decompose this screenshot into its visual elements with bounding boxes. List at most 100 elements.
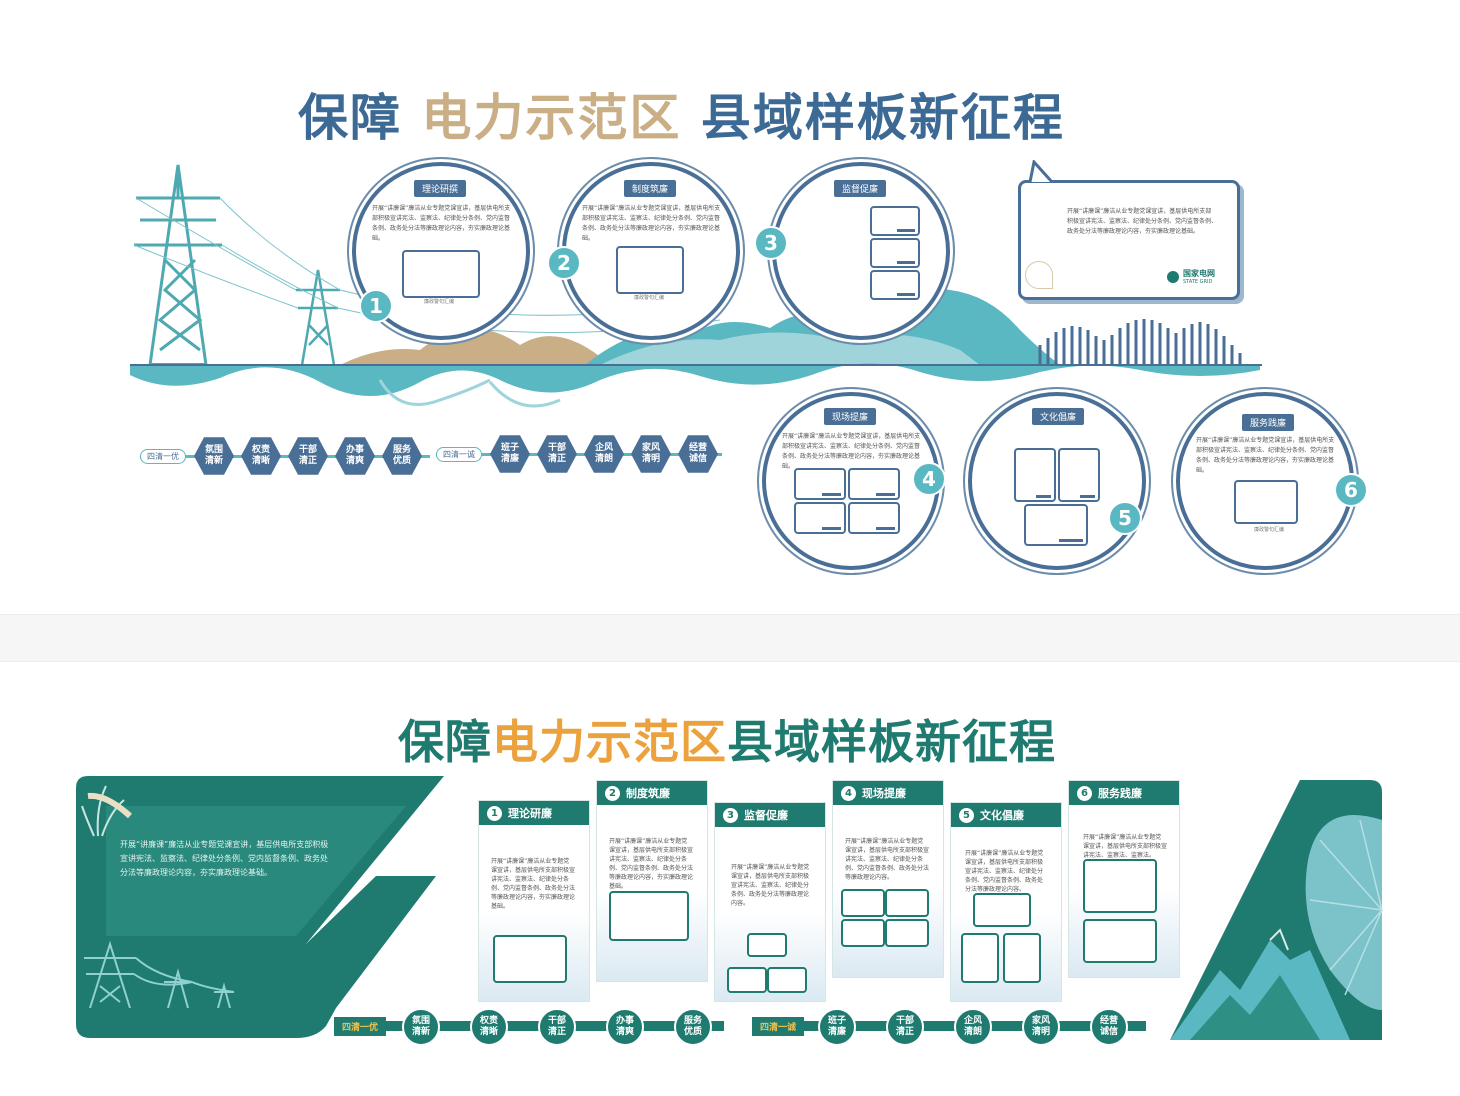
circle-panel-5: 文化倡廉 xyxy=(968,392,1146,570)
bottom-pill-10: 经营 诚信 xyxy=(1090,1008,1128,1046)
circle-panel-4: 现场提廉 开展“讲廉课”廉洁从业专题党课宣讲，基层供电所支部积极宣讲宪法、监察法… xyxy=(762,392,940,570)
circle-3-number: 3 xyxy=(754,226,788,260)
panel-6-image-frame-a xyxy=(1083,859,1157,913)
panel-5: 5 文化倡廉 开展“讲廉课”廉洁从业专题党课宣讲，基层供电所支部积极宣讲宪法、监察… xyxy=(950,802,1062,1002)
panel-4-number: 4 xyxy=(841,785,856,801)
hex-item-5: 服务 优质 xyxy=(382,437,422,475)
panel-4-text: 开展“讲廉课”廉洁从业专题党课宣讲，基层供电所支部积极宣讲宪法、监察法、纪律处分… xyxy=(845,838,930,881)
circle-1-tag: 理论研撰 xyxy=(414,180,467,197)
panel-3-title: 监督促廉 xyxy=(744,809,788,822)
bottom-tower-icon xyxy=(84,940,235,1009)
hex-item-8: 企风 清朗 xyxy=(584,435,624,473)
panel-1: 1 理论研廉 开展“讲廉课”廉洁从业专题党课宣讲，基层供电所支部积极宣讲宪法、监察… xyxy=(478,800,590,1002)
circle-1-caption: 廉政警句汇编 xyxy=(424,299,455,305)
panel-5-image-frame-a xyxy=(973,893,1031,927)
circle-6-number: 6 xyxy=(1334,473,1368,507)
hex-item-3: 干部 清正 xyxy=(288,437,328,475)
speech-bubble-tail xyxy=(1028,160,1054,184)
circle-5-number: 5 xyxy=(1108,501,1142,535)
lotus-icon xyxy=(1025,261,1053,289)
panel-6-image-frame-b xyxy=(1083,919,1157,963)
hex-item-9: 家风 清明 xyxy=(631,435,671,473)
circle-4-image-frame-c xyxy=(794,502,846,534)
hex-group-2-line xyxy=(436,453,722,456)
hex-group-1-label: 四清一优 xyxy=(140,449,186,464)
state-grid-logo-cn: 国家电网 xyxy=(1183,269,1215,278)
hex-group-1-line xyxy=(140,455,430,458)
circle-6-text: 开展“讲廉课”廉洁从业专题党课宣讲，基层供电所支部积极宣讲宪法、监察法、纪律处分… xyxy=(1196,437,1335,474)
rock-mountain-icon xyxy=(1170,928,1350,1040)
circle-2-caption: 廉政警句汇编 xyxy=(634,295,665,301)
panel-2-text: 开展“讲廉课”廉洁从业专题党课宣讲，基层供电所支部积极宣讲宪法、监察法、纪律处分… xyxy=(609,838,694,890)
top-title-part1: 保障 xyxy=(298,88,402,147)
panel-3-number: 3 xyxy=(723,807,738,823)
circle-3-image-frame-c xyxy=(870,270,920,300)
transmission-tower-icon xyxy=(134,164,222,367)
panel-1-text: 开展“讲廉课”廉洁从业专题党课宣讲，基层供电所支部积极宣讲宪法、监察法、纪律处分… xyxy=(491,858,576,910)
reed-icon xyxy=(81,785,133,837)
panel-2-image-frame xyxy=(609,891,689,941)
panel-5-number: 5 xyxy=(959,807,974,823)
bottom-pill-4: 办事 清爽 xyxy=(606,1008,644,1046)
hex-item-10: 经营 诚信 xyxy=(678,435,718,473)
panel-6: 6 服务践廉 开展“讲廉课”廉洁从业专题党课宣讲，基层供电所支部积极宣讲宪法、监察… xyxy=(1068,780,1180,978)
bottom-pill-8: 企风 清朗 xyxy=(954,1008,992,1046)
bottom-left-shape xyxy=(76,776,444,1038)
bottom-group-1-label: 四清一优 xyxy=(334,1017,387,1036)
circle-3-image-frame-b xyxy=(870,238,920,268)
circle-4-number: 4 xyxy=(912,462,946,496)
panel-1-number: 1 xyxy=(487,805,502,821)
circle-4-text: 开展“讲廉课”廉洁从业专题党课宣讲，基层供电所支部积极宣讲宪法、监察法、纪律处分… xyxy=(782,433,921,470)
lotus-leaf-icon xyxy=(1305,815,1383,1010)
top-title: 保障 电力示范区 县域样板新征程 xyxy=(298,78,1065,150)
panel-5-text: 开展“讲廉课”廉洁从业专题党课宣讲，基层供电所支部积极宣讲宪法、监察法、纪律处分… xyxy=(965,850,1044,893)
top-title-part3: 县域样板新征程 xyxy=(700,88,1065,147)
bottom-group-2-line xyxy=(752,1021,1146,1031)
circle-3-tag: 监督促廉 xyxy=(834,180,887,197)
hex-item-1: 氛围 清新 xyxy=(194,437,234,475)
panel-3-image-frame-c xyxy=(767,967,807,993)
bottom-pill-2: 权责 清晰 xyxy=(470,1008,508,1046)
hex-item-4: 办事 清爽 xyxy=(335,437,375,475)
circle-6-caption: 廉政警句汇编 xyxy=(1254,527,1285,533)
circle-5-image-frame-b xyxy=(1058,448,1100,502)
hex-item-7: 干部 清正 xyxy=(537,435,577,473)
top-title-part2: 电力示范区 xyxy=(421,88,682,147)
hex-group-2-label: 四清一诚 xyxy=(436,447,482,462)
bottom-title-part2: 电力示范区 xyxy=(492,715,727,769)
panel-3-image-frame-b xyxy=(727,967,767,993)
panel-2-number: 2 xyxy=(605,785,620,801)
state-grid-logo-en: STATE GRID xyxy=(1183,279,1213,285)
striped-hills xyxy=(1038,319,1242,365)
panel-4-image-frame-b xyxy=(885,889,929,917)
panel-6-title: 服务践廉 xyxy=(1098,787,1142,800)
bottom-group-2-label: 四清一诚 xyxy=(752,1017,805,1036)
circle-5-image-frame-c xyxy=(1024,504,1088,546)
panel-5-image-frame-b xyxy=(961,933,999,983)
bottom-title-part1: 保障 xyxy=(398,715,492,769)
circle-4-tag: 现场提廉 xyxy=(824,408,877,425)
bottom-title-part3: 县域样板新征程 xyxy=(727,715,1056,769)
panel-4-image-frame-c xyxy=(841,919,885,947)
circle-5-tag: 文化倡廉 xyxy=(1032,408,1085,425)
panel-3-text: 开展“讲廉课”廉洁从业专题党课宣讲，基层供电所支部积极宣讲宪法、监察法、纪律处分… xyxy=(731,864,810,907)
circle-5-image-frame-a xyxy=(1014,448,1056,502)
panel-3-image-frame-a xyxy=(747,933,787,957)
circle-2-number: 2 xyxy=(547,246,581,280)
circle-4-image-frame-d xyxy=(848,502,900,534)
circle-panel-3: 监督促廉 xyxy=(772,162,950,340)
panel-6-number: 6 xyxy=(1077,785,1092,801)
circle-6-tag: 服务践廉 xyxy=(1242,414,1295,431)
panel-6-text: 开展“讲廉课”廉洁从业专题党课宣讲，基层供电所支部积极宣讲宪法、监察法、监察法。 xyxy=(1083,834,1168,859)
circle-4-image-frame-b xyxy=(848,468,900,500)
bottom-title: 保障电力示范区县域样板新征程 xyxy=(398,706,1056,772)
hex-item-6: 班子 清廉 xyxy=(490,435,530,473)
transmission-tower-small-icon xyxy=(296,269,340,366)
bottom-pill-3: 干部 清正 xyxy=(538,1008,576,1046)
speech-bubble-text: 开展“讲廉课”廉洁从业专题党课宣讲，基层供电所支部积极宣讲宪法、监察法、纪律处分… xyxy=(1067,208,1218,235)
panel-5-title: 文化倡廉 xyxy=(980,809,1024,822)
panel-1-title: 理论研廉 xyxy=(508,807,552,820)
circle-1-number: 1 xyxy=(359,289,393,323)
